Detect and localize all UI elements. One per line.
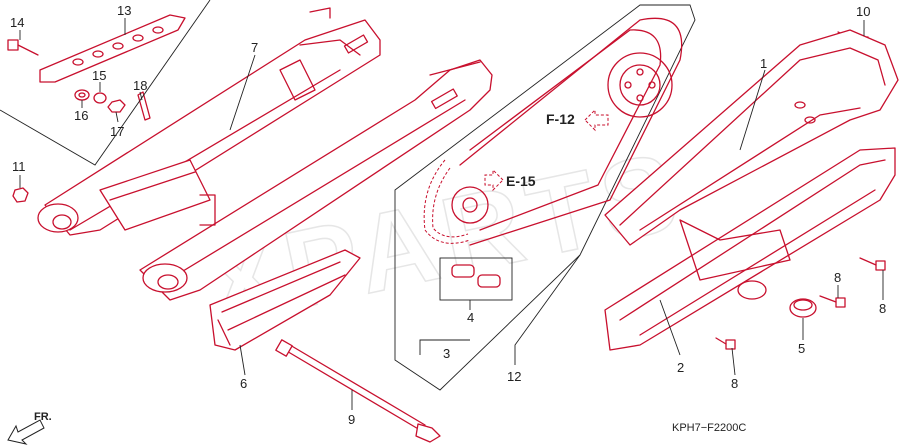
bolt-14 [7,39,39,56]
callout-5: 5 [798,341,805,356]
leader-lines [0,0,884,410]
ref-e15: E-15 [484,168,536,192]
callout-16: 16 [74,108,88,123]
front-arrow-label: FR. [34,411,52,423]
bolts-8 [715,257,886,350]
chain-case-lower [604,147,896,351]
callout-18: 18 [133,78,147,93]
chain-slider [209,249,361,351]
callout-3: 3 [443,346,450,361]
callout-14: 14 [10,15,24,30]
front-arrow: FR. [7,411,52,445]
callout-2: 2 [677,360,684,375]
callout-10: 10 [856,4,870,19]
callout-8a: 8 [834,270,841,285]
diagram-code: KPH7−F2200C [672,422,746,434]
ref-f12-arrow [584,108,609,132]
callout-1: 1 [760,56,767,71]
ref-e15-label: E-15 [506,173,536,189]
chain-slider-plate [39,14,186,83]
chain-drive [394,4,696,391]
front-arrow-icon [7,419,45,445]
ref-f12-label: F-12 [546,111,575,127]
axle-9 [275,339,441,443]
callout-15: 15 [92,68,106,83]
callout-13: 13 [117,3,131,18]
callout-7: 7 [251,40,258,55]
callout-8b: 8 [879,301,886,316]
master-link-box [439,257,513,301]
callout-8c: 8 [731,376,738,391]
callout-4: 4 [467,310,474,325]
callout-9: 9 [348,412,355,427]
nut-11 [12,187,29,203]
callout-labels: 1 2 3 4 5 6 7 8 8 8 9 10 11 12 13 14 15 … [10,3,886,427]
cap-5 [789,298,817,318]
callout-11: 11 [12,159,26,174]
callout-12: 12 [507,369,521,384]
swingarm [37,7,493,301]
callout-17: 17 [110,124,124,139]
callout-6: 6 [240,376,247,391]
chain-case-upper [604,29,899,246]
ref-f12: F-12 [546,108,609,132]
ref-e15-arrow [484,168,504,192]
